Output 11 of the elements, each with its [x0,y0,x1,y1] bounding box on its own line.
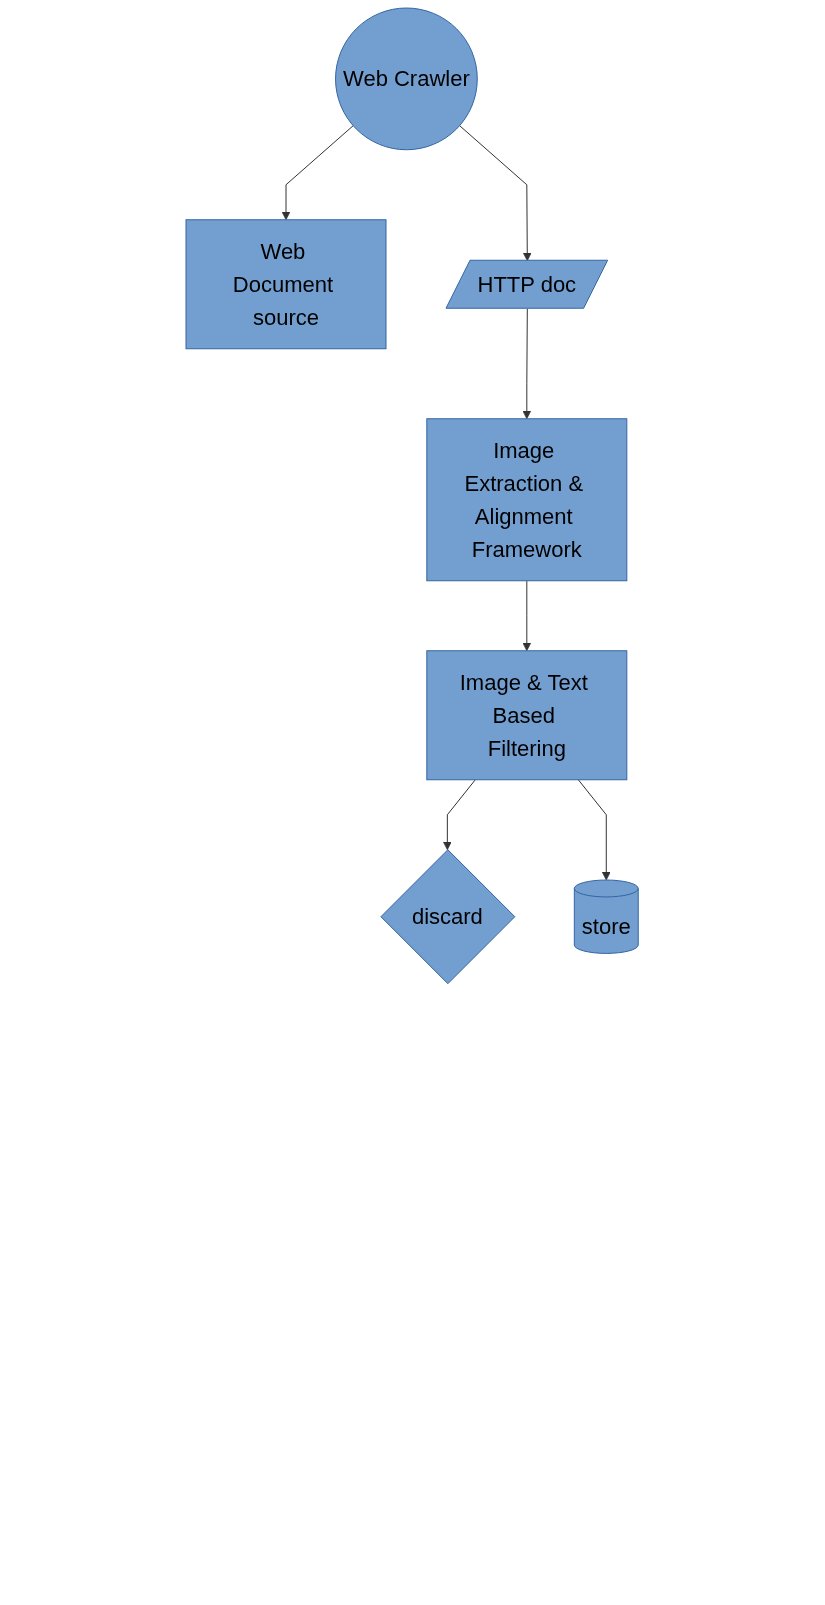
arrow [522,308,532,420]
node-diamond: discard [380,849,516,985]
arrow [443,779,477,851]
node-box: Image & Text Based Filtering [426,650,628,781]
node-box: Image Extraction & Alignment Framework [426,418,628,582]
arrow [522,580,532,652]
node-box: Web Document source [185,219,387,350]
arrow [578,779,612,881]
arrow [282,125,355,221]
node-circle: Web Crawler [335,7,479,151]
arrow [459,125,533,262]
